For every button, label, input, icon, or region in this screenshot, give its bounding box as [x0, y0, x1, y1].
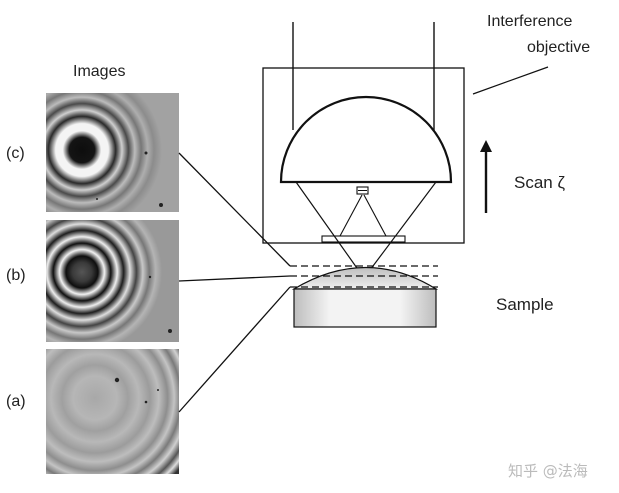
image-panel-a — [46, 349, 179, 474]
panel-c-label: (c) — [6, 145, 25, 162]
watermark: 知乎 @法海 — [508, 462, 588, 480]
scan-label: Scan ζ — [514, 173, 565, 192]
panel-a-label: (a) — [6, 393, 26, 410]
objective-leader-line — [472, 66, 549, 95]
objective-label-line2: objective — [527, 39, 590, 56]
scan-planes — [290, 265, 438, 288]
image-specks — [96, 151, 172, 404]
images-title: Images — [73, 63, 125, 80]
sample-label: Sample — [496, 295, 554, 314]
image-panel-b — [46, 220, 179, 342]
panel-b-label: (b) — [6, 267, 26, 284]
connector-lines — [178, 152, 291, 413]
sample — [291, 267, 439, 328]
interference-objective — [262, 22, 465, 279]
scan-arrow-icon — [480, 140, 492, 213]
image-panel-c — [46, 93, 179, 212]
objective-label-line1: Interference — [487, 13, 572, 30]
